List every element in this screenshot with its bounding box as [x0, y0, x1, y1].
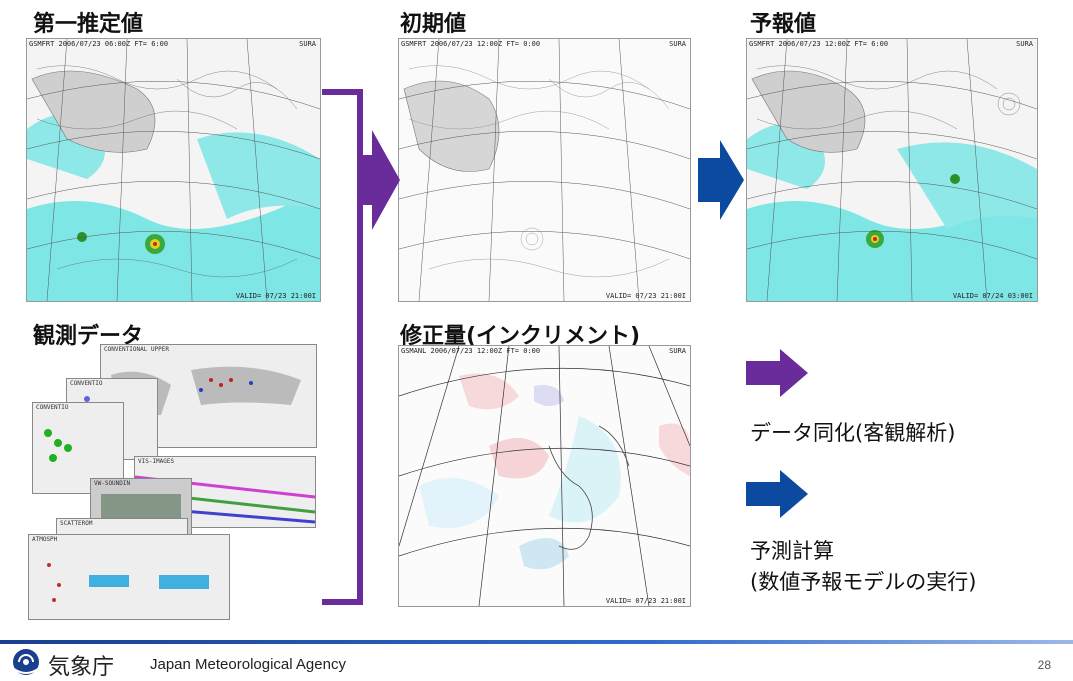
- legend-assimilation-label: データ同化(客観解析): [750, 421, 956, 445]
- heading-increment: 修正量(インクリメント): [400, 324, 641, 349]
- obs-panel-label: CONVENTIONAL UPPER: [104, 346, 170, 353]
- legend-prediction-arrow: [746, 470, 808, 518]
- map-header: GSMFRT 2006/07/23 06:00Z FT= 6:00: [29, 40, 169, 48]
- footer-agency-en: Japan Meteorological Agency: [150, 656, 346, 673]
- legend-prediction-label-2: (数値予報モデルの実行): [750, 570, 977, 594]
- obs-panel-label: CONVENTIO: [36, 404, 69, 411]
- obs-panel-atmosphere: ATMOSPH: [28, 534, 230, 620]
- obs-panel-label: VW-SOUNDIN: [94, 480, 131, 487]
- map-header: GSMANL 2006/07/23 12:00Z FT= 0:00: [401, 347, 541, 355]
- map-footer: VALID= 07/23 21:00I: [605, 292, 686, 300]
- map-footer: VALID= 07/23 21:00I: [605, 597, 686, 605]
- heading-initial: 初期値: [400, 12, 467, 37]
- first-guess-map: GSMFRT 2006/07/23 06:00Z FT= 6:00 SURA V…: [26, 38, 321, 302]
- initial-map: GSMFRT 2006/07/23 12:00Z FT= 0:00 SURA V…: [398, 38, 691, 302]
- map-header-right: SURA: [669, 347, 686, 355]
- map-header-right: SURA: [1016, 40, 1033, 48]
- prediction-arrow-main: [698, 140, 744, 220]
- legend-assimilation-arrow: [746, 349, 808, 397]
- map-header-right: SURA: [669, 40, 686, 48]
- map-header-right: SURA: [299, 40, 316, 48]
- map-header: GSMFRT 2006/07/23 12:00Z FT= 0:00: [401, 40, 541, 48]
- obs-panel-label: VIS-IMAGES: [138, 458, 175, 465]
- assimilation-arrow-main: [360, 130, 400, 230]
- map-footer: VALID= 07/23 21:00I: [235, 292, 316, 300]
- obs-panel-label: ATMOSPH: [32, 536, 58, 543]
- map-footer: VALID= 07/24 03:00I: [952, 292, 1033, 300]
- obs-panel-label: SCATTEROM: [60, 520, 93, 527]
- increment-map: GSMANL 2006/07/23 12:00Z FT= 0:00 SURA V…: [398, 345, 691, 607]
- obs-panel-label: CONVENTIO: [70, 380, 103, 387]
- heading-forecast: 予報値: [750, 12, 817, 37]
- legend-prediction-label-1: 予測計算: [750, 539, 834, 563]
- forecast-map: GSMFRT 2006/07/23 12:00Z FT= 6:00 SURA V…: [746, 38, 1038, 302]
- assimilation-bracket: [322, 89, 363, 605]
- footer-agency-jp: 気象庁: [48, 655, 115, 680]
- observation-collage: CONVENTIONAL UPPER CONVENTIO CONVENTIO V…: [26, 338, 317, 620]
- map-header: GSMFRT 2006/07/23 12:00Z FT= 6:00: [749, 40, 889, 48]
- footer-bar: [0, 640, 1073, 644]
- heading-first-guess: 第一推定値: [33, 12, 144, 37]
- jma-logo-icon: [13, 649, 39, 675]
- page-number: 28: [1037, 658, 1051, 672]
